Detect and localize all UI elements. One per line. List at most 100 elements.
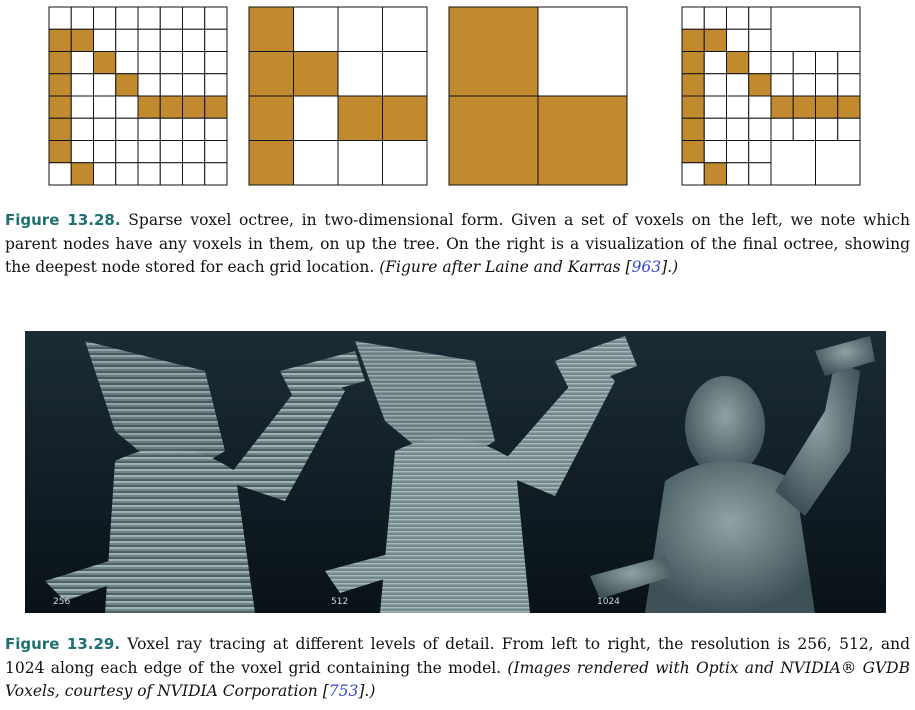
filled-cell bbox=[837, 95, 861, 119]
empty-cell bbox=[159, 51, 183, 75]
empty-cell bbox=[159, 28, 183, 52]
empty-cell bbox=[115, 140, 139, 164]
octree-diagram bbox=[48, 6, 861, 186]
empty-cell bbox=[293, 140, 339, 186]
empty-cell bbox=[748, 28, 772, 52]
filled-cell bbox=[748, 73, 772, 97]
empty-cell bbox=[815, 73, 839, 97]
filled-cell bbox=[815, 95, 839, 119]
citation-link[interactable]: 963 bbox=[631, 258, 662, 276]
empty-cell bbox=[293, 95, 339, 141]
empty-cell bbox=[159, 117, 183, 141]
empty-cell bbox=[837, 117, 861, 141]
empty-cell bbox=[815, 51, 839, 75]
filled-cell bbox=[48, 117, 72, 141]
filled-cell bbox=[681, 140, 705, 164]
empty-cell bbox=[726, 117, 750, 141]
empty-cell bbox=[770, 73, 794, 97]
filled-cell bbox=[93, 51, 117, 75]
empty-cell bbox=[792, 51, 816, 75]
empty-cell bbox=[115, 162, 139, 186]
empty-cell bbox=[815, 117, 839, 141]
angel-1024 bbox=[590, 336, 875, 613]
empty-cell bbox=[137, 162, 161, 186]
citation-link[interactable]: 753 bbox=[328, 682, 359, 700]
filled-cell bbox=[248, 95, 294, 141]
parent-grid-2x2 bbox=[448, 6, 628, 186]
empty-cell bbox=[182, 73, 206, 97]
filled-cell bbox=[204, 95, 228, 119]
filled-cell bbox=[681, 28, 705, 52]
empty-cell bbox=[137, 51, 161, 75]
figure-label: Figure 13.29. bbox=[5, 635, 121, 653]
caption-text: Sparse voxel octree, in two-dimensional … bbox=[5, 211, 910, 276]
empty-cell bbox=[93, 95, 117, 119]
empty-cell bbox=[93, 140, 117, 164]
empty-cell bbox=[681, 6, 705, 30]
empty-cell bbox=[837, 73, 861, 97]
empty-cell bbox=[182, 6, 206, 30]
empty-cell bbox=[770, 51, 794, 75]
empty-cell bbox=[703, 6, 727, 30]
caption-text: Voxel ray tracing at different levels of… bbox=[5, 635, 910, 677]
empty-cell bbox=[337, 51, 383, 97]
filled-cell bbox=[48, 51, 72, 75]
filled-cell bbox=[792, 95, 816, 119]
empty-cell bbox=[337, 6, 383, 52]
filled-cell bbox=[382, 95, 428, 141]
empty-cell bbox=[204, 117, 228, 141]
empty-cell bbox=[48, 162, 72, 186]
empty-cell bbox=[93, 73, 117, 97]
empty-cell bbox=[204, 51, 228, 75]
empty-cell bbox=[70, 6, 94, 30]
empty-cell bbox=[137, 6, 161, 30]
voxel-grid-8x8 bbox=[48, 6, 228, 186]
filled-cell bbox=[70, 162, 94, 186]
empty-cell bbox=[748, 95, 772, 119]
empty-cell bbox=[115, 117, 139, 141]
filled-cell bbox=[248, 140, 294, 186]
empty-cell bbox=[115, 6, 139, 30]
empty-cell bbox=[137, 140, 161, 164]
empty-cell bbox=[770, 117, 794, 141]
empty-cell bbox=[159, 73, 183, 97]
empty-cell bbox=[70, 73, 94, 97]
filled-cell bbox=[726, 51, 750, 75]
filled-cell bbox=[537, 95, 628, 186]
empty-cell bbox=[748, 117, 772, 141]
empty-cell bbox=[726, 28, 750, 52]
empty-cell bbox=[182, 117, 206, 141]
empty-cell bbox=[137, 28, 161, 52]
empty-cell bbox=[382, 6, 428, 52]
filled-cell bbox=[681, 51, 705, 75]
filled-cell bbox=[681, 95, 705, 119]
filled-cell bbox=[293, 51, 339, 97]
empty-cell bbox=[792, 117, 816, 141]
resolution-label-256: 256 bbox=[53, 597, 71, 607]
empty-cell bbox=[204, 162, 228, 186]
empty-cell bbox=[748, 6, 772, 30]
filled-cell bbox=[337, 95, 383, 141]
empty-cell bbox=[115, 95, 139, 119]
filled-cell bbox=[70, 28, 94, 52]
parent-grid-4x4 bbox=[248, 6, 428, 186]
empty-cell bbox=[204, 28, 228, 52]
empty-cell bbox=[703, 140, 727, 164]
empty-cell bbox=[681, 162, 705, 186]
empty-cell bbox=[70, 140, 94, 164]
empty-cell bbox=[93, 6, 117, 30]
empty-cell bbox=[837, 51, 861, 75]
empty-cell bbox=[726, 95, 750, 119]
filled-cell bbox=[48, 140, 72, 164]
empty-cell bbox=[159, 162, 183, 186]
empty-cell bbox=[382, 140, 428, 186]
empty-cell bbox=[137, 117, 161, 141]
empty-cell bbox=[748, 162, 772, 186]
empty-cell bbox=[115, 28, 139, 52]
filled-cell bbox=[115, 73, 139, 97]
filled-cell bbox=[182, 95, 206, 119]
empty-cell bbox=[537, 6, 628, 97]
filled-cell bbox=[248, 6, 294, 52]
empty-cell bbox=[70, 117, 94, 141]
filled-cell bbox=[159, 95, 183, 119]
